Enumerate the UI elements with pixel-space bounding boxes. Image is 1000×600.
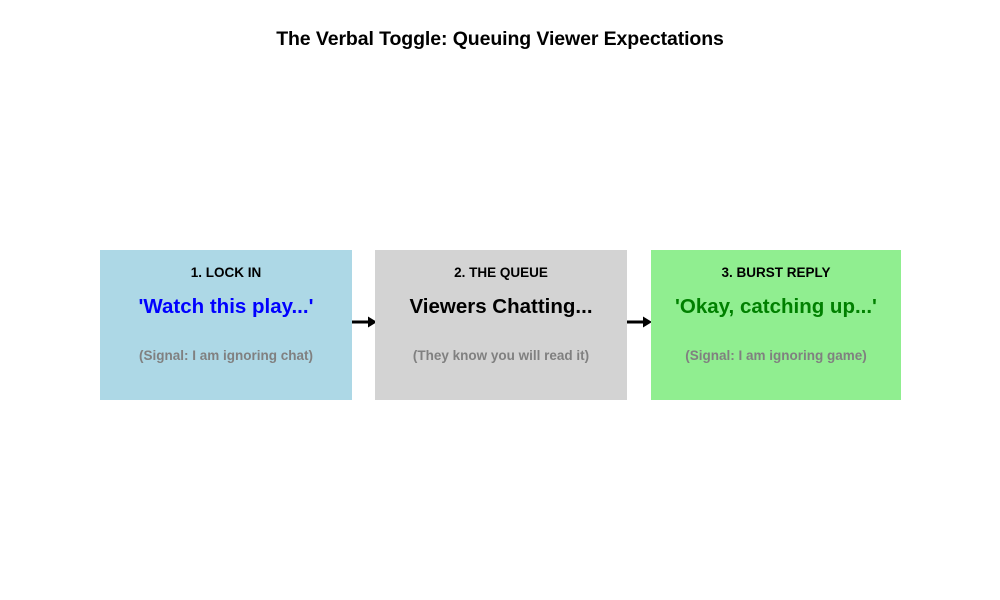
arrow-right-icon: [352, 316, 377, 328]
arrow-right-icon: [627, 316, 652, 328]
stage-quote: 'Okay, catching up...': [675, 295, 877, 318]
stage-header: 1. LOCK IN: [190, 265, 262, 280]
stage-signal: (Signal: I am ignoring game): [685, 348, 867, 363]
arrow-lock-in-to-queue: [352, 310, 377, 334]
stage-header: 3. BURST REPLY: [721, 265, 831, 280]
stage-box-the-queue[interactable]: 2. THE QUEUE Viewers Chatting... (They k…: [375, 250, 627, 400]
stage-header: 2. THE QUEUE: [454, 265, 548, 280]
page-title: The Verbal Toggle: Queuing Viewer Expect…: [276, 28, 724, 50]
stage-quote: Viewers Chatting...: [409, 295, 593, 318]
stage-signal: (Signal: I am ignoring chat): [138, 348, 313, 363]
stage-box-lock-in[interactable]: 1. LOCK IN 'Watch this play...' (Signal:…: [100, 250, 352, 400]
stage-signal: (They know you will read it): [412, 348, 590, 363]
stage-box-burst-reply[interactable]: 3. BURST REPLY 'Okay, catching up...' (S…: [651, 250, 901, 400]
arrow-queue-to-burst-reply: [627, 310, 652, 334]
stage-quote: 'Watch this play...': [138, 295, 314, 318]
